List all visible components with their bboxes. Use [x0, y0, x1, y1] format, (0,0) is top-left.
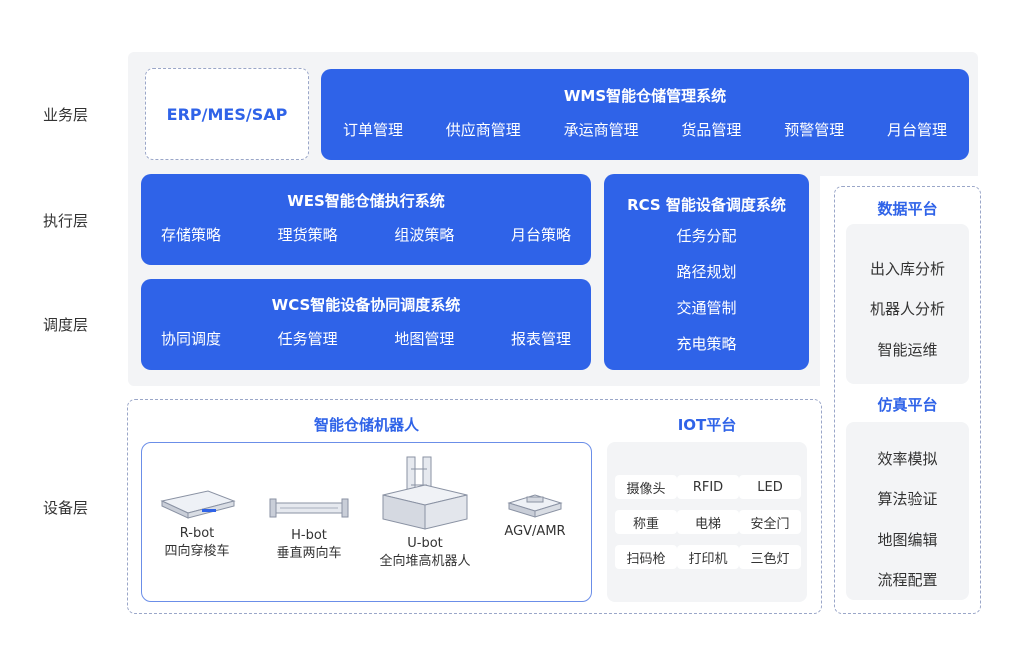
- wes-item: 组波策略: [394, 226, 455, 244]
- data-platform-item: 智能运维: [877, 341, 938, 359]
- robot-ubot: U-bot 全向堆高机器人: [370, 455, 480, 571]
- wes-box: WES智能仓储执行系统 存储策略 理货策略 组波策略 月台策略: [141, 174, 591, 265]
- erp-box: ERP/MES/SAP: [145, 68, 309, 160]
- robot-agv: AGV/AMR: [490, 489, 580, 541]
- agv-icon: [507, 494, 563, 518]
- iot-chip: 摄像头: [615, 475, 677, 499]
- iot-chip: 扫码枪: [615, 545, 677, 569]
- robots-title: 智能仓储机器人: [313, 416, 419, 434]
- sim-platform-box: 效率模拟 算法验证 地图编辑 流程配置: [846, 422, 969, 600]
- lift-cart-icon: [269, 498, 349, 518]
- robot-name: U-bot: [407, 536, 443, 551]
- iot-box: 摄像头 RFID LED 称重 电梯 安全门 扫码枪 打印机 三色灯: [607, 442, 807, 602]
- robot-desc: 四向穿梭车: [164, 544, 230, 559]
- rcs-item: 路径规划: [676, 263, 737, 281]
- wms-box: WMS智能仓储管理系统 订单管理 供应商管理 承运商管理 货品管理 预警管理 月…: [321, 69, 969, 160]
- robot-rbot: R-bot 四向穿梭车: [152, 487, 242, 561]
- wms-item: 货品管理: [681, 121, 742, 139]
- wms-item: 承运商管理: [563, 121, 639, 139]
- layer-label-business: 业务层: [43, 106, 89, 124]
- sim-platform-item: 算法验证: [877, 490, 938, 508]
- iot-title: IOT平台: [677, 416, 737, 434]
- wcs-item: 协同调度: [161, 330, 222, 348]
- sim-platform-item: 流程配置: [877, 571, 938, 589]
- data-platform-item: 机器人分析: [869, 300, 945, 318]
- data-platform-title: 数据平台: [877, 200, 938, 218]
- iot-chip: 称重: [615, 510, 677, 534]
- robot-hbot: H-bot 垂直两向车: [264, 493, 354, 563]
- erp-label: ERP/MES/SAP: [166, 104, 288, 124]
- sim-platform-title: 仿真平台: [877, 396, 938, 414]
- wms-title: WMS智能仓储管理系统: [563, 87, 727, 105]
- robot-name: R-bot: [179, 526, 215, 541]
- sim-platform-item: 地图编辑: [877, 531, 938, 549]
- sim-platform-item: 效率模拟: [877, 450, 938, 468]
- data-platform-item: 出入库分析: [869, 260, 945, 278]
- wms-item: 预警管理: [784, 121, 845, 139]
- robot-desc: 垂直两向车: [276, 546, 342, 561]
- iot-chip: 电梯: [677, 510, 739, 534]
- device-panel: [127, 399, 822, 614]
- wcs-title: WCS智能设备协同调度系统: [271, 296, 461, 314]
- robot-desc: 全向堆高机器人: [379, 554, 471, 569]
- iot-chip: RFID: [677, 475, 739, 499]
- wcs-item: 地图管理: [394, 330, 455, 348]
- robots-box: R-bot 四向穿梭车 H-bot 垂直两向车 U-bot 全向堆高机器人: [141, 442, 592, 602]
- wes-item: 理货策略: [277, 226, 338, 244]
- rcs-item: 任务分配: [676, 227, 737, 245]
- rcs-title: RCS 智能设备调度系统: [627, 196, 786, 214]
- data-platform-box: 出入库分析 机器人分析 智能运维: [846, 224, 969, 384]
- robot-name: H-bot: [291, 528, 327, 543]
- wms-item: 供应商管理: [445, 121, 521, 139]
- robot-name: AGV/AMR: [504, 524, 566, 539]
- wms-item: 订单管理: [343, 121, 404, 139]
- wcs-item: 报表管理: [510, 330, 571, 348]
- wms-item: 月台管理: [886, 121, 947, 139]
- wes-title: WES智能仓储执行系统: [287, 192, 445, 210]
- layer-label-device: 设备层: [43, 499, 89, 517]
- stacker-robot-icon: [382, 456, 468, 530]
- iot-chip: 打印机: [677, 545, 739, 569]
- platform-panel: [834, 186, 981, 614]
- wcs-item: 任务管理: [277, 330, 338, 348]
- rcs-box: RCS 智能设备调度系统 任务分配 路径规划 交通管制 充电策略: [604, 174, 809, 370]
- shuttle-icon: [160, 490, 236, 519]
- wes-item: 月台策略: [510, 226, 571, 244]
- wes-item: 存储策略: [161, 226, 222, 244]
- iot-chip: 安全门: [739, 510, 801, 534]
- iot-chip: LED: [739, 475, 801, 499]
- rcs-item: 充电策略: [676, 335, 737, 353]
- wcs-box: WCS智能设备协同调度系统 协同调度 任务管理 地图管理 报表管理: [141, 279, 591, 370]
- iot-chip: 三色灯: [739, 545, 801, 569]
- layer-label-execution: 执行层: [43, 212, 89, 230]
- layer-label-scheduling: 调度层: [43, 316, 89, 334]
- rcs-item: 交通管制: [676, 299, 737, 317]
